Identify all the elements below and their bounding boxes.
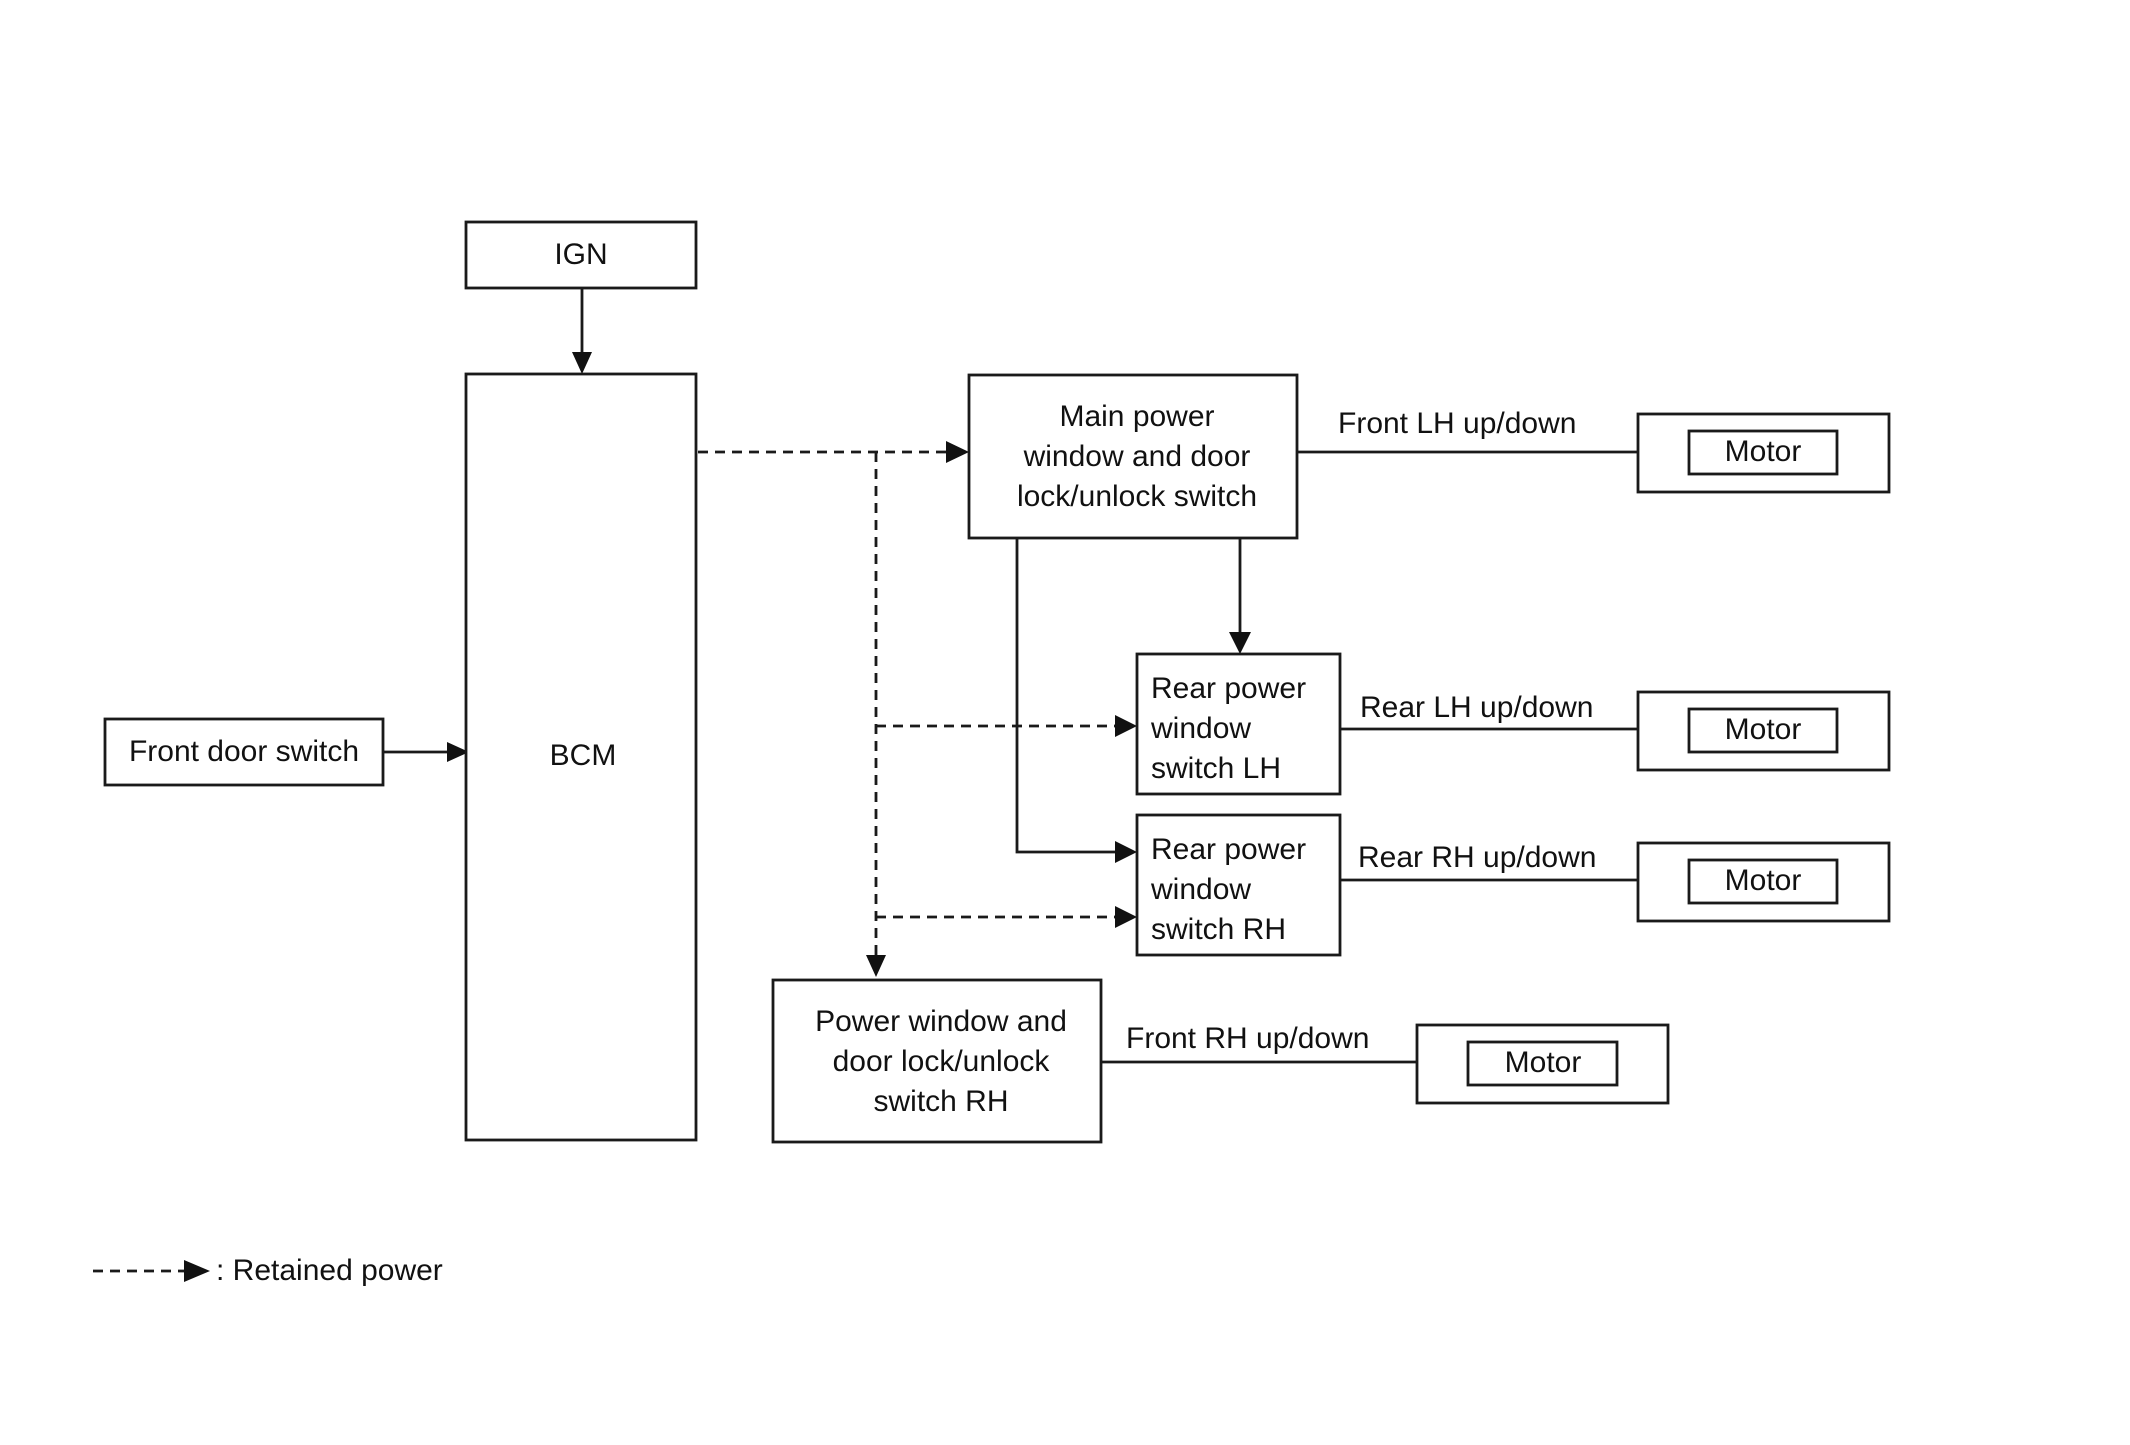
retained-power-rear-lh-arrowhead	[1115, 715, 1137, 737]
door-switch-to-bcm-arrowhead	[447, 742, 469, 762]
ign-label: IGN	[554, 238, 607, 271]
main-power-window-switch-block: Main power window and door lock/unlock s…	[967, 373, 1299, 540]
rear-lh-switch-label-line-2: window	[1150, 712, 1251, 745]
main-to-rear-rh-arrowhead	[1115, 841, 1137, 863]
rear-rh-updown-label: Rear RH up/down	[1358, 841, 1596, 874]
retained-power-front-rh-arrowhead	[866, 955, 886, 977]
motor-front-lh: Motor	[1636, 412, 1891, 494]
bcm-block: BCM	[464, 372, 698, 1142]
rear-rh-switch-label-line-2: window	[1150, 873, 1251, 906]
motor-rear-lh-label: Motor	[1725, 713, 1802, 746]
bcm-label: BCM	[550, 739, 617, 772]
main-switch-label-line-1: Main power	[1059, 400, 1214, 433]
main-to-rear-lh-arrowhead	[1229, 632, 1251, 654]
motor-front-lh-label: Motor	[1725, 435, 1802, 468]
front-door-switch-label: Front door switch	[129, 735, 359, 768]
retained-power-main-arrowhead	[946, 441, 969, 463]
power-window-switch-rh-block: Power window and door lock/unlock switch…	[771, 978, 1103, 1144]
ign-to-bcm-arrowhead	[572, 352, 592, 374]
rear-rh-switch-label-line-3: switch RH	[1151, 913, 1286, 946]
front-rh-switch-label-line-3: switch RH	[873, 1085, 1008, 1118]
motor-rear-lh: Motor	[1636, 690, 1891, 772]
rear-lh-switch-label-line-3: switch LH	[1151, 752, 1281, 785]
rear-power-window-switch-lh-block: Rear power window switch LH	[1135, 652, 1342, 796]
front-door-switch-block: Front door switch	[103, 717, 385, 787]
main-switch-label-line-3: lock/unlock switch	[1017, 480, 1257, 513]
rear-rh-switch-label-line-1: Rear power	[1151, 833, 1306, 866]
motor-front-rh-label: Motor	[1505, 1046, 1582, 1079]
motor-rear-rh: Motor	[1636, 841, 1891, 923]
legend-arrowhead-icon	[184, 1260, 210, 1282]
motor-rear-rh-label: Motor	[1725, 864, 1802, 897]
rear-lh-updown-label: Rear LH up/down	[1360, 691, 1593, 724]
legend: : Retained power	[93, 1254, 443, 1287]
ign-block: IGN	[464, 220, 698, 290]
rear-lh-switch-label-line-1: Rear power	[1151, 672, 1306, 705]
motor-front-rh: Motor	[1415, 1023, 1670, 1105]
main-to-rear-rh-line	[1015, 538, 1117, 854]
front-rh-switch-label-line-1: Power window and	[815, 1005, 1067, 1038]
front-rh-updown-label: Front RH up/down	[1126, 1022, 1369, 1055]
main-switch-label-line-2: window and door	[1023, 440, 1251, 473]
legend-retained-power-label: : Retained power	[216, 1254, 443, 1287]
retained-power-rear-rh-arrowhead	[1115, 906, 1137, 928]
rear-power-window-switch-rh-block: Rear power window switch RH	[1135, 813, 1342, 957]
front-rh-switch-label-line-2: door lock/unlock	[833, 1045, 1051, 1078]
front-lh-updown-label: Front LH up/down	[1338, 407, 1576, 440]
